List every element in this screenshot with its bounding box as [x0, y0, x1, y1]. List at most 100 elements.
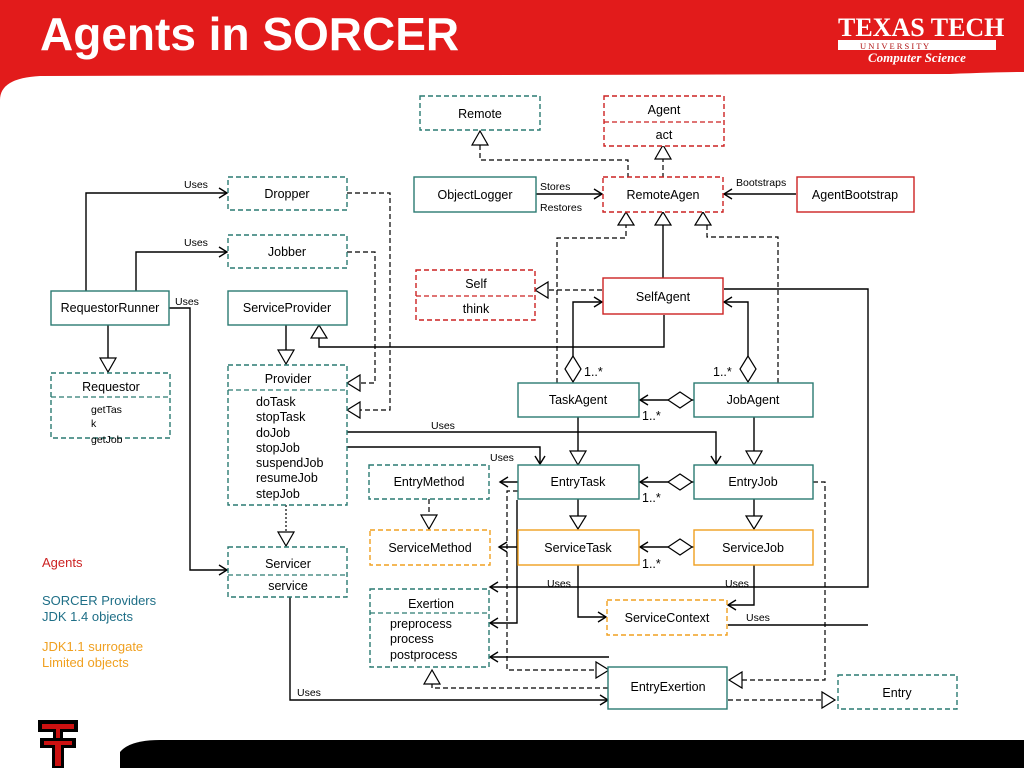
arrowhead-bootstraps	[722, 188, 733, 200]
label-bootstraps: Bootstraps	[736, 177, 786, 189]
arrow-exertion-up	[422, 668, 442, 685]
box-agent-op: act	[656, 128, 673, 142]
box-servicejob-label: ServiceJob	[722, 541, 784, 555]
box-agentbootstrap-label: AgentBootstrap	[812, 188, 898, 202]
box-requestor-label: Requestor	[82, 380, 140, 394]
logo-sub: U N I V E R S I T Y	[860, 41, 929, 51]
edge-exertion-2	[490, 500, 518, 624]
logo-dept: Computer Science	[868, 50, 966, 65]
arrow-entryexertion-1	[595, 660, 611, 680]
box-remoteagent: RemoteAgen	[602, 176, 724, 213]
edge-servicetask-context	[577, 565, 606, 618]
box-servicemethod: ServiceMethod	[369, 529, 491, 566]
edge-entryjob-exertion	[742, 481, 826, 681]
box-entry-label: Entry	[882, 686, 912, 700]
label-mult-sj-st: 1..*	[642, 557, 661, 571]
edge-jobagent-ra	[706, 225, 779, 383]
requestor-op-1: getTas	[91, 404, 122, 416]
arrowhead-rr-jobber	[218, 246, 229, 258]
arrowhead-p-ej	[710, 455, 722, 466]
diamond-sj-st	[666, 538, 694, 556]
arrowhead-rr-dropper	[218, 187, 229, 199]
box-dropper: Dropper	[227, 176, 348, 211]
edge-rr-dropper	[85, 192, 227, 291]
box-objectlogger-label: ObjectLogger	[437, 188, 512, 202]
label-mult-jobagent: 1..*	[713, 365, 732, 379]
edge-servicer-exertion	[289, 597, 608, 701]
box-remote: Remote	[419, 95, 541, 131]
texas-tech-logo: TEXAS TECH U N I V E R S I T Y Computer …	[838, 13, 1004, 65]
edge-provider-entrytask	[347, 446, 541, 464]
box-servicejob: ServiceJob	[693, 529, 814, 566]
arrowhead-st-sm	[497, 541, 508, 553]
edge-provider-entryjob	[347, 431, 717, 464]
logo-bar	[838, 40, 996, 50]
arrow-provider-2	[345, 400, 361, 420]
arrow-requestor	[98, 357, 118, 374]
arrow-entryjob	[744, 450, 764, 467]
double-t-icon	[38, 720, 78, 768]
exertion-op-3: postprocess	[390, 648, 457, 662]
edge-selfagent-exertion	[490, 288, 869, 588]
box-entrytask: EntryTask	[517, 464, 640, 500]
box-requestorrunner-label: RequestorRunner	[61, 301, 160, 315]
arrowhead-st-sc	[597, 611, 608, 623]
box-taskagent: TaskAgent	[517, 382, 640, 418]
arrowhead-p-et	[534, 455, 546, 466]
diamond-jobagent	[739, 354, 757, 384]
edge-rr-servicer	[169, 307, 227, 571]
arrowhead-et-em	[498, 476, 509, 488]
box-dropper-label: Dropper	[264, 187, 309, 201]
box-entrymethod: EntryMethod	[368, 464, 490, 500]
box-entryexertion: EntryExertion	[607, 666, 728, 710]
diamond-ej-et	[666, 473, 694, 491]
box-jobber-label: Jobber	[268, 245, 306, 259]
box-servicetask: ServiceTask	[517, 529, 640, 566]
exertion-op-1: preprocess	[390, 617, 452, 631]
arrow-provider	[276, 349, 296, 366]
arrowhead-ja-ta	[638, 394, 649, 406]
label-mult-ja-ta: 1..*	[642, 409, 661, 423]
arrow-serviceprovider	[309, 323, 329, 339]
label-uses-entrytask: Uses	[490, 452, 514, 464]
box-servicecontext: ServiceContext	[606, 599, 728, 636]
arrow-servicemethod	[419, 514, 439, 531]
provider-op-2: stopTask	[256, 410, 306, 424]
arrowhead-ej-et	[638, 476, 649, 488]
box-entrymethod-label: EntryMethod	[394, 475, 465, 489]
box-selfagent-label: SelfAgent	[636, 290, 691, 304]
arrowhead-ja-sa	[722, 296, 733, 308]
box-serviceprovider: ServiceProvider	[227, 290, 348, 326]
box-objectlogger: ObjectLogger	[413, 176, 537, 213]
box-selfagent: SelfAgent	[602, 277, 724, 315]
box-entryjob: EntryJob	[693, 464, 814, 500]
edge-entryexertion-exertion	[431, 684, 608, 689]
box-servicer: Servicer service	[227, 546, 348, 598]
arrow-provider-1	[345, 373, 361, 393]
label-mult-ej-et: 1..*	[642, 491, 661, 505]
arrow-self	[533, 280, 549, 300]
edge-entrytask-exertion-1	[506, 490, 596, 671]
legend-providers-2: JDK 1.4 objects	[42, 609, 134, 624]
box-self: Self think	[415, 269, 536, 321]
box-requestor: Requestor getTas k getJob	[50, 372, 171, 446]
edge-jobagent-selfagent	[724, 301, 749, 356]
box-provider: Provider doTask stopTask doJob stopJob s…	[227, 364, 348, 506]
edge-remoteagent-remote	[479, 145, 629, 178]
legend-providers-1: SORCER Providers	[42, 593, 157, 608]
box-taskagent-label: TaskAgent	[549, 393, 608, 407]
footer-swoosh	[120, 740, 1024, 768]
edge-selfagent-serviceprovider	[318, 315, 665, 348]
edge-jobber-provider	[347, 251, 376, 384]
arrowhead-exertion-1	[488, 581, 499, 593]
box-agent: Agent act	[603, 95, 725, 147]
box-agent-label: Agent	[648, 103, 681, 117]
label-uses-entryjob: Uses	[431, 420, 455, 432]
arrow-entryexertion-2	[727, 670, 743, 690]
label-uses-sj-context: Uses	[725, 578, 749, 590]
edge-taskagent-ra	[556, 225, 627, 383]
box-remoteagent-label: RemoteAgen	[627, 188, 700, 202]
arrowhead-ta-sa	[593, 296, 604, 308]
box-remote-label: Remote	[458, 107, 502, 121]
